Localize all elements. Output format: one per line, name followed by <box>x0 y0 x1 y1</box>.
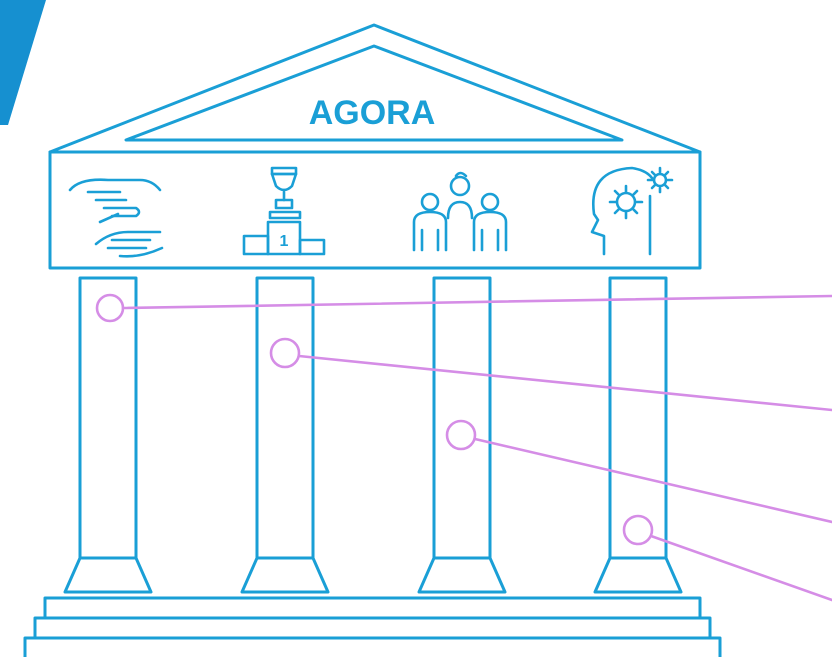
connector-line <box>445 419 832 524</box>
column <box>63 276 153 594</box>
head-gears-icon <box>590 166 674 256</box>
corner-accent-shape <box>0 0 46 125</box>
frieze-band <box>48 150 702 270</box>
pediment-inner <box>124 44 624 142</box>
hands-giving-icon <box>68 178 164 258</box>
temple-steps <box>23 596 722 657</box>
temple-title: AGORA <box>309 94 436 132</box>
people-group-icon <box>412 171 508 252</box>
trophy-podium-icon <box>242 166 326 256</box>
column <box>240 276 330 594</box>
podium-number: 1 <box>280 233 289 250</box>
connector-line <box>622 514 832 602</box>
column <box>417 276 507 594</box>
connector-line <box>269 337 832 412</box>
connector-line <box>95 293 832 323</box>
pediment <box>48 23 702 154</box>
column <box>593 276 683 594</box>
